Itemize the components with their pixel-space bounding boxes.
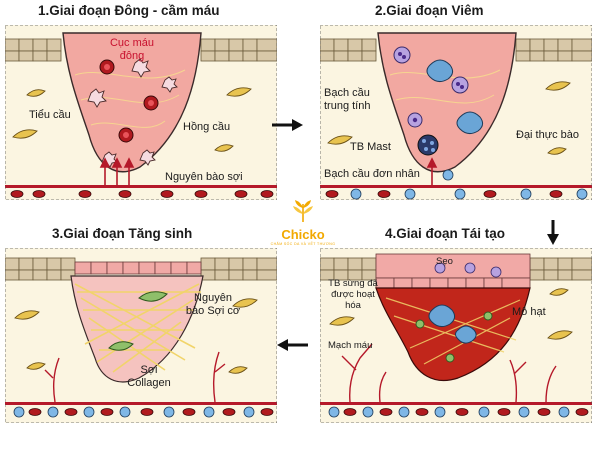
brand-tagline: CHĂM SÓC DA VÀ VẾT THƯƠNG	[270, 242, 336, 246]
granulation-label: Mô hạt	[512, 306, 546, 318]
hemostasis-illustration	[5, 25, 277, 200]
stage-4-panel: Sẹo TB sừng đã được hoạt hóa Mô hạt Mạch…	[320, 248, 592, 423]
myofibroblast-label: Nguyên bào Sợi cơ	[185, 292, 241, 317]
proliferation-illustration	[5, 248, 277, 423]
blood-vessel-label: Mạch máu	[328, 340, 373, 351]
rbc-label: Hồng cầu	[183, 121, 231, 133]
keratinocyte-label: TB sừng đã được hoạt hóa	[328, 278, 378, 311]
stage-2-panel: Bạch cầu trung tính TB Mast Đại thực bào…	[320, 25, 592, 200]
remodeling-illustration	[320, 248, 592, 423]
brand-name: Chicko	[281, 227, 325, 242]
collagen-label: Sợi Collagen	[127, 364, 171, 389]
scar-label: Sẹo	[436, 256, 453, 267]
clot-label: Cục máu đông	[109, 37, 155, 62]
arrow-right-icon	[272, 119, 303, 131]
monocyte-label: Bạch cầu đơn nhân	[324, 168, 420, 180]
stage-3-title: 3.Giai đoạn Tăng sinh	[52, 226, 193, 241]
mast-cell-label: TB Mast	[350, 141, 391, 153]
arrow-left-icon	[277, 339, 308, 351]
arrow-down-icon	[547, 220, 559, 245]
neutrophil-label: Bạch cầu trung tính	[324, 87, 371, 112]
stage-4-title: 4.Giai đoạn Tái tạo	[385, 226, 506, 241]
wheat-icon	[293, 200, 313, 222]
stage-1-panel: Cục máu đông Tiểu cầu Hồng cầu Nguyên bà…	[5, 25, 277, 200]
inflammation-illustration	[320, 25, 592, 200]
brand-logo: Chicko CHĂM SÓC DA VÀ VẾT THƯƠNG	[268, 200, 338, 248]
stage-2-title: 2.Giai đoạn Viêm	[375, 3, 484, 18]
stage-3-panel: Nguyên bào Sợi cơ Sợi Collagen	[5, 248, 277, 423]
platelet-label: Tiểu cầu	[29, 109, 71, 121]
fibroblast-label: Nguyên bào sợi	[165, 171, 243, 183]
macrophage-label: Đại thực bào	[516, 129, 580, 141]
stage-1-title: 1.Giai đoạn Đông - cầm máu	[38, 3, 220, 18]
